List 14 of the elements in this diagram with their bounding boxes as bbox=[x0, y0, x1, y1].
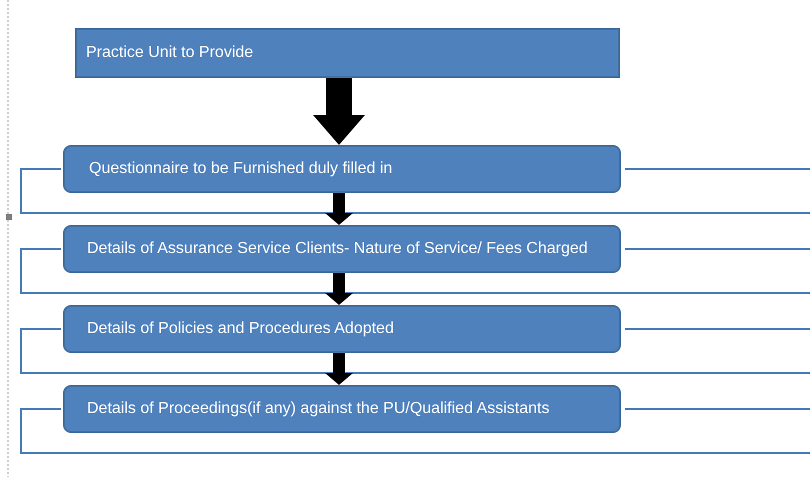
process-box bbox=[63, 145, 621, 193]
block-arrow bbox=[325, 193, 353, 225]
box-label: Practice Unit to Provide bbox=[86, 43, 254, 63]
box-label: Questionnaire to be Furnished duly filled in bbox=[89, 159, 392, 179]
process-box bbox=[75, 28, 620, 78]
process-box bbox=[63, 385, 621, 433]
block-arrow bbox=[325, 273, 353, 305]
block-arrow bbox=[325, 353, 353, 385]
box-label: Details of Policies and Procedures Adopted bbox=[87, 319, 394, 339]
process-box bbox=[63, 225, 621, 273]
box-label: Details of Assurance Service Clients- Nature of Service/ Fees Charged bbox=[87, 239, 588, 259]
box-label: Details of Proceedings(if any) against the PU/Qualified Assistants bbox=[87, 399, 550, 419]
block-arrow bbox=[313, 78, 365, 145]
process-box bbox=[63, 305, 621, 353]
